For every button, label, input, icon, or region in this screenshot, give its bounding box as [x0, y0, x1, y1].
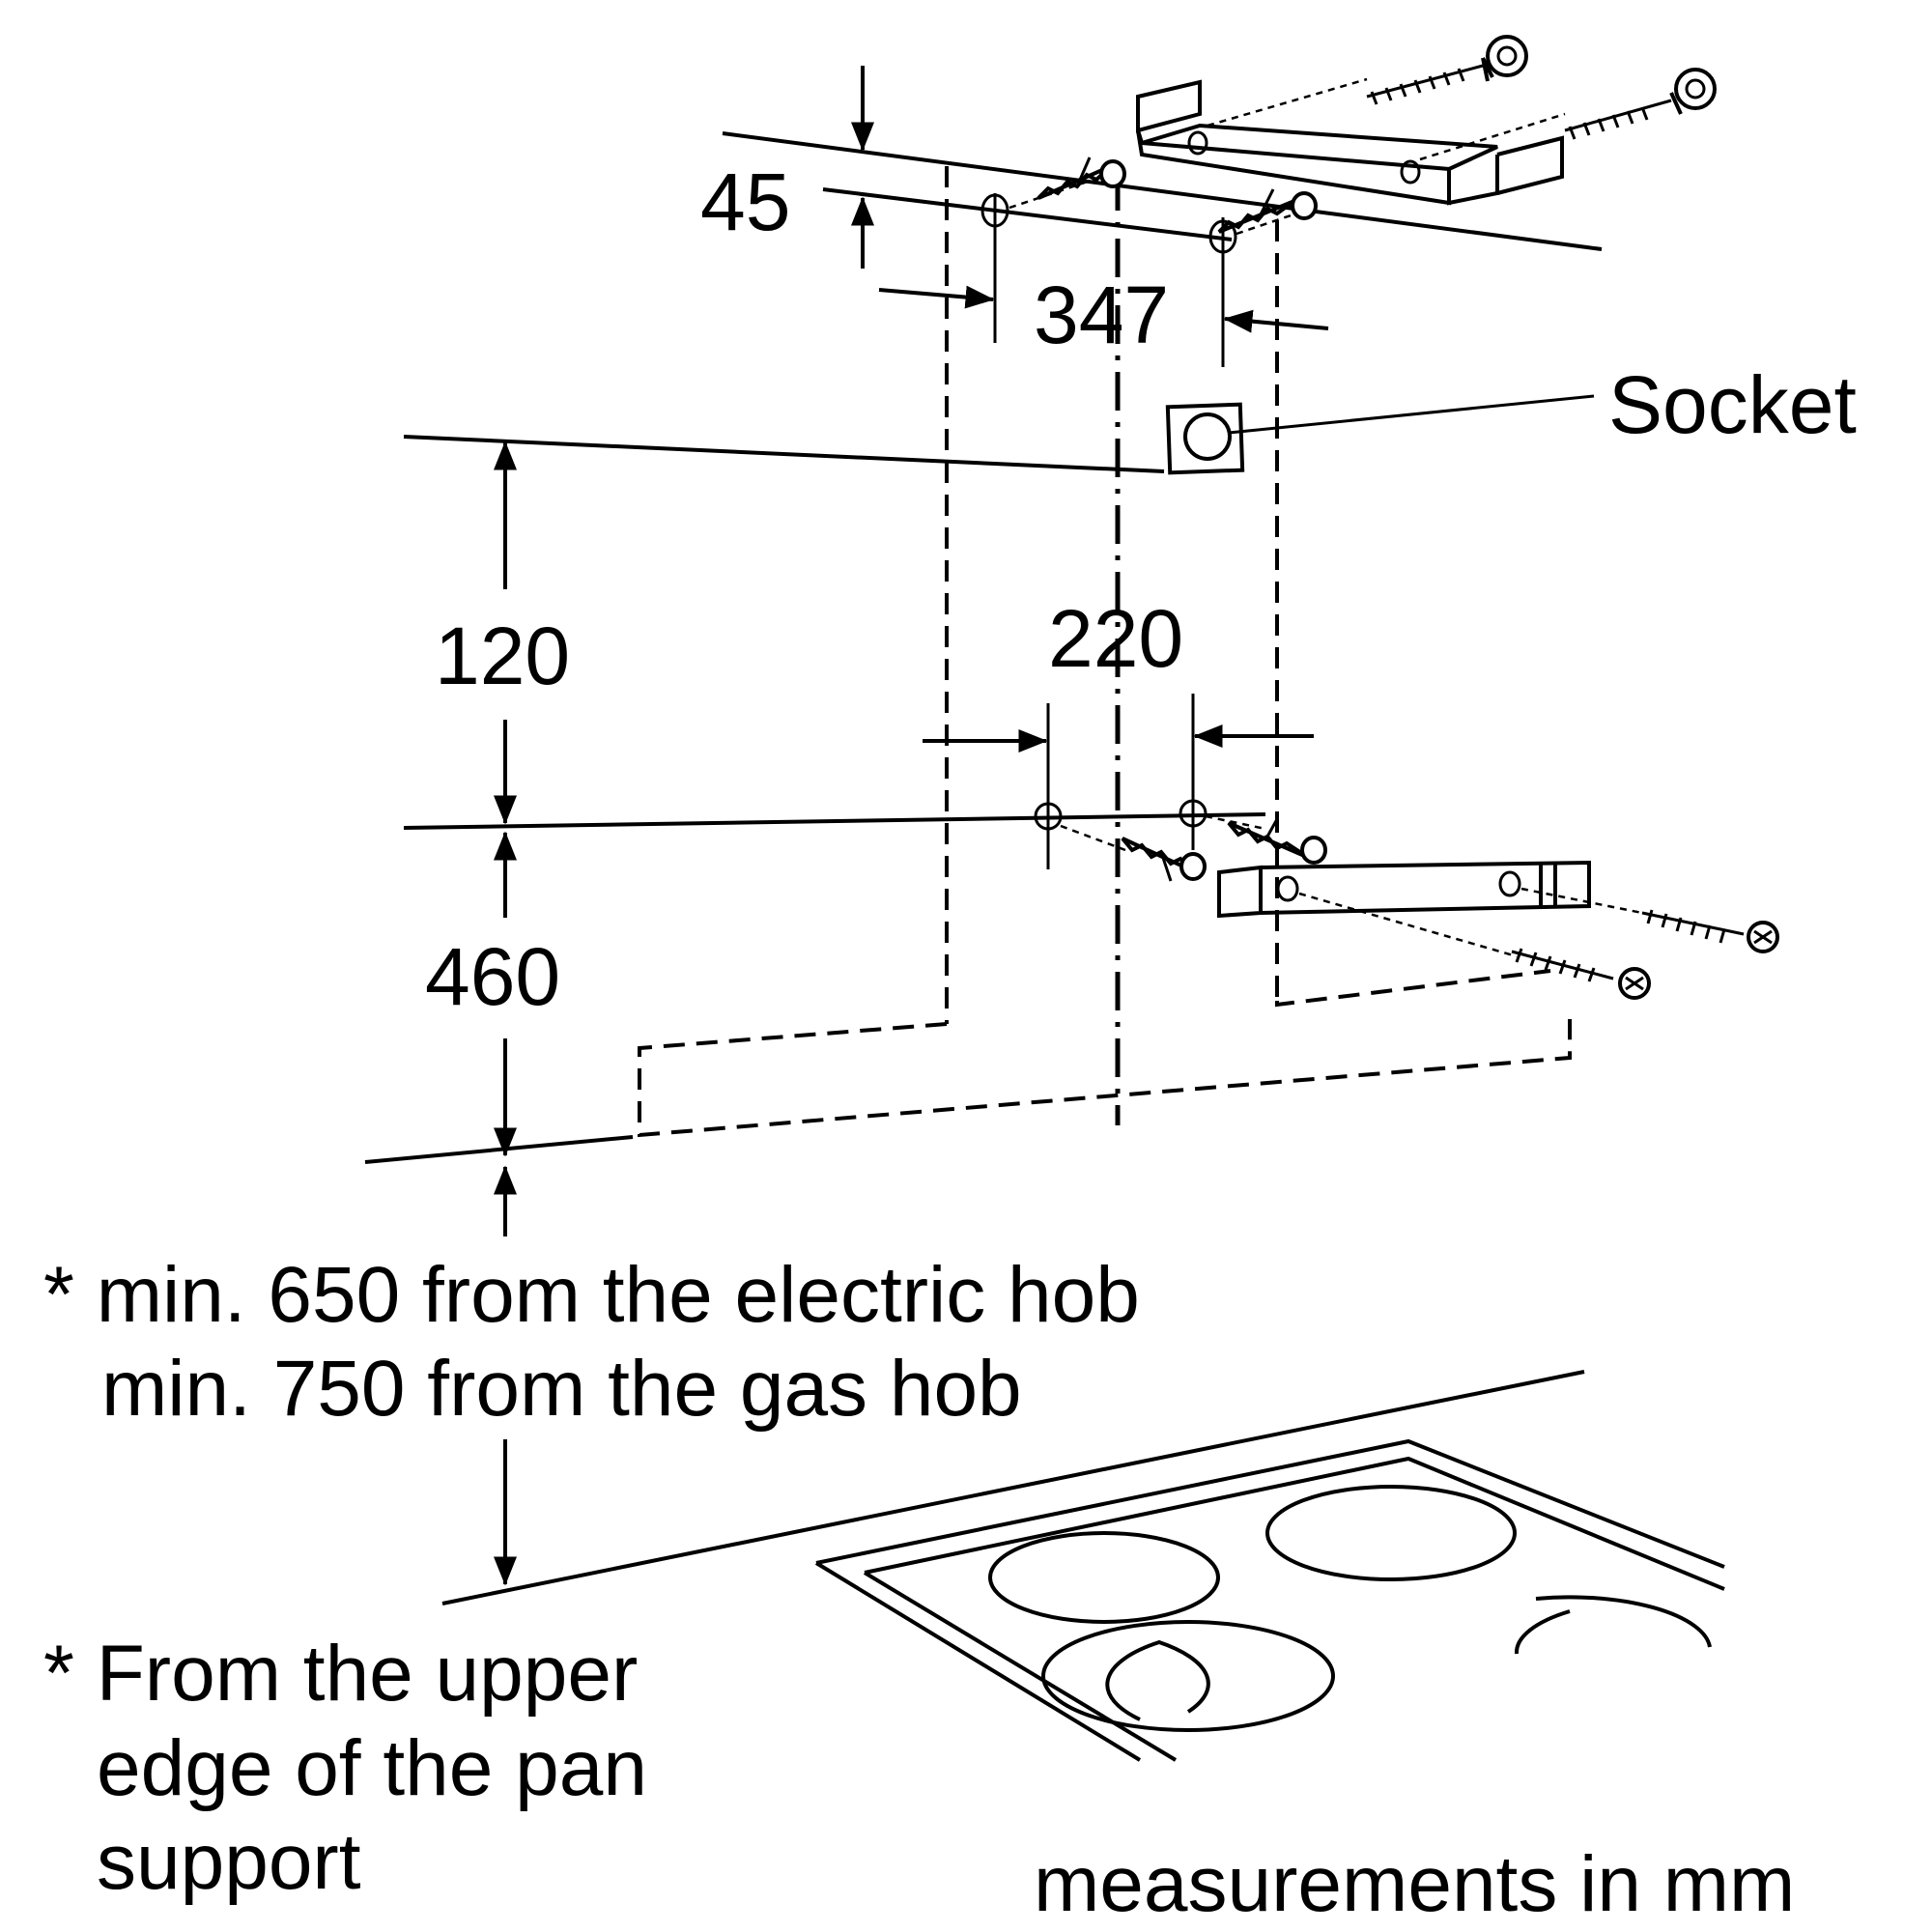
screw-lower-right	[1641, 909, 1779, 953]
clearance-note-line2: min. 750 from the gas hob	[101, 1345, 1022, 1433]
dimension-120: 120	[403, 435, 1266, 830]
dimension-460-label: 460	[425, 931, 560, 1022]
screw-upper-left	[1366, 35, 1528, 105]
dimension-45: 45	[700, 66, 874, 269]
lower-bracket	[1217, 860, 1643, 958]
reference-note-line1: * From the upper	[43, 1630, 638, 1718]
screw-upper-right	[1564, 68, 1717, 140]
wall-plug-upper-left	[1037, 156, 1126, 200]
reference-note: * From the upper edge of the pan support	[43, 1630, 647, 1906]
dimension-347: 347	[878, 193, 1329, 367]
chimney-outline	[638, 166, 1572, 1138]
clearance-note: * min. 650 from the electric hob min. 75…	[43, 1251, 1140, 1433]
units-label: measurements in mm	[1034, 1840, 1795, 1928]
wall-plug-lower-right	[1227, 818, 1327, 865]
top-reference-lines	[722, 131, 1603, 251]
lower-wall-holes	[1034, 799, 1266, 852]
wall-plug-upper-right	[1217, 188, 1318, 234]
reference-note-line3: support	[97, 1818, 361, 1906]
screw-lower-left	[1511, 948, 1651, 1000]
clearance-note-line1: * min. 650 from the electric hob	[43, 1251, 1140, 1339]
dimension-347-label: 347	[1034, 270, 1169, 360]
socket-label: Socket	[1608, 359, 1857, 450]
reference-note-line2: edge of the pan	[97, 1724, 647, 1812]
wall-plug-lower-left	[1121, 837, 1207, 882]
upper-bracket	[1136, 77, 1566, 206]
dimension-460: 460	[364, 831, 634, 1164]
hob-clearance-dimension	[441, 1165, 1585, 1605]
socket-symbol: Socket	[1165, 359, 1857, 475]
dimension-120-label: 120	[435, 611, 570, 701]
dimension-220-label: 220	[1048, 593, 1183, 684]
hob-illustration	[814, 1438, 1725, 1762]
dimension-45-label: 45	[700, 156, 790, 247]
dimension-220: 220	[923, 593, 1314, 869]
